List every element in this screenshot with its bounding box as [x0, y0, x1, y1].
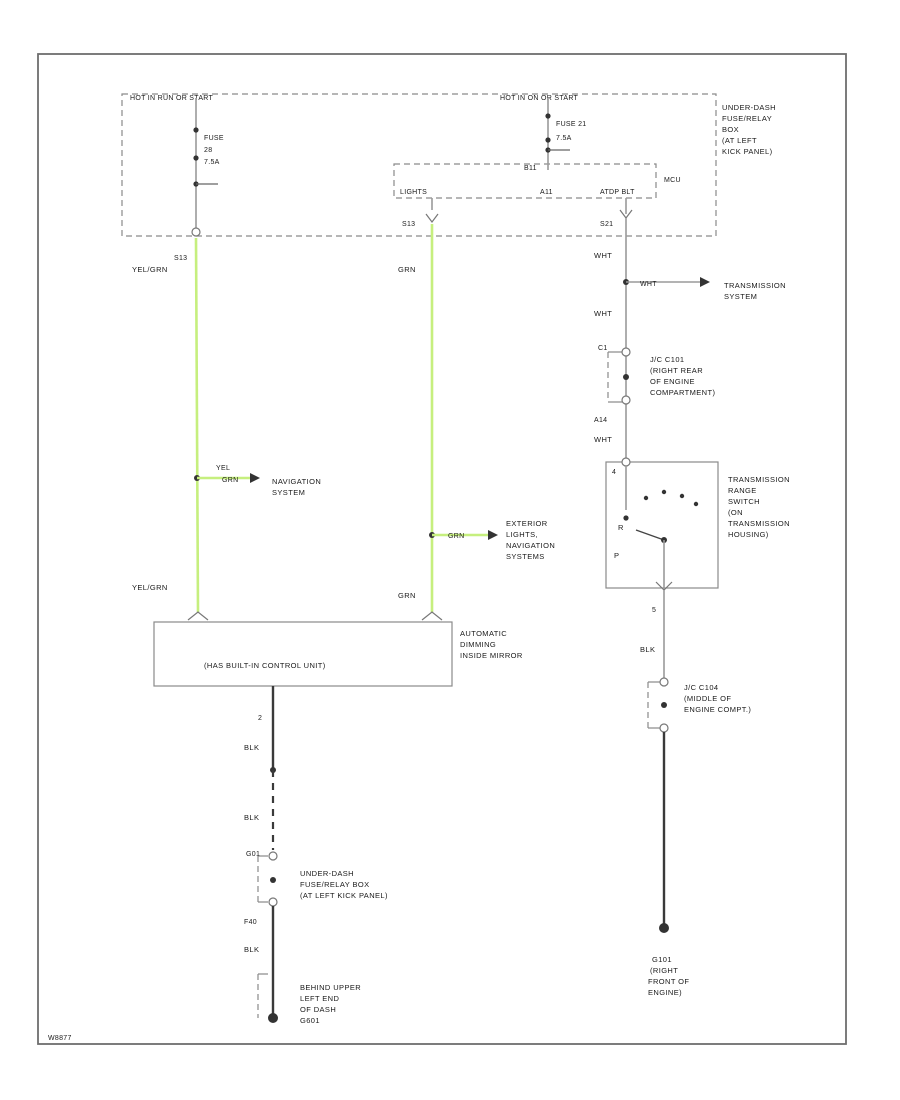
- jc-c101-code: C1: [598, 345, 608, 352]
- branch-exterior-lights: EXTERIOR LIGHTS, NAVIGATION SYSTEMS: [506, 519, 558, 561]
- wire-label-yel: YEL: [216, 465, 230, 472]
- lower-relay-box-connector: G01 UNDER-DASH FUSE/RELAY BOX (AT LEFT K…: [246, 851, 388, 907]
- wire-label-wht-1: WHT: [594, 251, 612, 260]
- supply-label-left: HOT IN RUN OR START: [130, 95, 214, 102]
- pin-a14: A14: [594, 417, 607, 424]
- jc-c104: J/C C104 (MIDDLE OF ENGINE COMPT.): [647, 677, 751, 733]
- inner-module-right: ATDP BLT: [600, 189, 635, 196]
- jc-c101-title: J/C C101 (RIGHT REAR OF ENGINE COMPARTME…: [650, 355, 715, 397]
- fuse-28-amps: 7.5A: [204, 159, 220, 166]
- lower-pin-out: F40: [244, 919, 257, 926]
- fuse-28-number: 28: [204, 147, 212, 154]
- inner-module-left: LIGHTS: [400, 189, 427, 196]
- relay-box-label: UNDER-DASH FUSE/RELAY BOX (AT LEFT KICK …: [722, 103, 779, 156]
- wire-label-yelgrn-bottom: YEL/GRN: [132, 583, 168, 592]
- branch-transmission: TRANSMISSION SYSTEM: [724, 281, 788, 301]
- switch-pin-top: 4: [612, 469, 616, 476]
- switch-name: TRANSMISSION RANGE SWITCH (ON TRANSMISSI…: [728, 475, 792, 539]
- inside-mirror: (HAS BUILT-IN CONTROL UNIT) AUTOMATIC DI…: [153, 621, 523, 687]
- switch-pos-r: R: [618, 523, 624, 532]
- switch-pin-bottom: 5: [652, 607, 656, 614]
- fuse-28-label: FUSE: [204, 135, 224, 142]
- lower-box-name: UNDER-DASH FUSE/RELAY BOX (AT LEFT KICK …: [300, 869, 388, 900]
- wire-label-wht-2: WHT: [594, 309, 612, 318]
- pin-b11: B11: [524, 165, 537, 172]
- pin-s13: S13: [402, 221, 415, 228]
- wire-label-grn-nav: GRN: [222, 477, 238, 484]
- wire-label-grn-ext: GRN: [448, 533, 464, 540]
- pin-s21: S21: [600, 221, 613, 228]
- supply-label-right: HOT IN ON OR START: [500, 95, 579, 102]
- wire-label-wht-3: WHT: [594, 435, 612, 444]
- wire-label-blk-left-2: BLK: [244, 813, 259, 822]
- mirror-name: AUTOMATIC DIMMING INSIDE MIRROR: [460, 629, 523, 660]
- fuse-21-amps: 7.5A: [556, 135, 572, 142]
- wire-label-blk-right: BLK: [640, 645, 655, 654]
- jc-c104-title: J/C C104 (MIDDLE OF ENGINE COMPT.): [684, 683, 751, 714]
- diagram-id: W8877: [48, 1035, 72, 1042]
- wire-yelgrn: [194, 237, 200, 613]
- mirror-body: (HAS BUILT-IN CONTROL UNIT): [204, 661, 326, 670]
- inner-module-outline: [393, 163, 657, 199]
- ground-g601: BEHIND UPPER LEFT END OF DASH G601: [257, 973, 364, 1025]
- diagram-frame: [37, 53, 847, 1045]
- wire-label-blk-left-1: BLK: [244, 743, 259, 752]
- inner-module-code: MCU: [664, 177, 681, 184]
- ground-g101-symbol: [659, 923, 669, 933]
- wire-label-blk-left-3: BLK: [244, 945, 259, 954]
- lower-pin-in: G01: [246, 851, 260, 858]
- pin-a11: A11: [540, 189, 553, 196]
- pin-b11-lower: S13: [174, 255, 187, 262]
- fuse-21: FUSE 21 7.5A: [545, 98, 586, 162]
- switch-pos-p: P: [614, 551, 619, 560]
- branch-navigation: NAVIGATION SYSTEM: [272, 477, 324, 497]
- wire-label-yelgrn-top: YEL/GRN: [132, 265, 168, 274]
- fuse-21-label: FUSE 21: [556, 121, 587, 128]
- wire-label-grn-top: GRN: [398, 265, 416, 274]
- jc-c101: C1 J/C C101 (RIGHT REAR OF ENGINE COMPAR…: [598, 345, 715, 405]
- fuse-28: FUSE 28 7.5A: [191, 98, 224, 237]
- ground-g101-label: G101 (RIGHT FRONT OF ENGINE): [648, 955, 692, 997]
- transmission-range-switch: 4 R P TRANSMISSION RANGE SWITCH (ON TRAN…: [605, 457, 792, 591]
- fuse-relay-box-outline: [121, 93, 717, 237]
- ground-g601-label: BEHIND UPPER LEFT END OF DASH G601: [300, 983, 364, 1025]
- mirror-pin-out: 2: [258, 715, 262, 722]
- wire-label-wht-branch: WHT: [640, 281, 657, 288]
- wire-label-grn-bottom: GRN: [398, 591, 416, 600]
